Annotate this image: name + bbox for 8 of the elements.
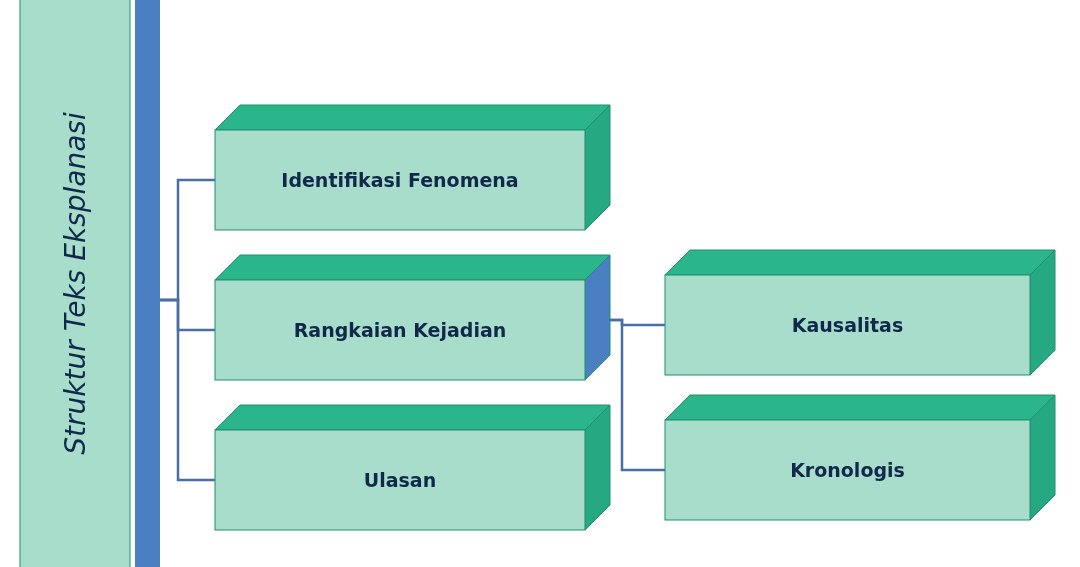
vertical-title: Struktur Teks Eksplanasi <box>58 112 92 455</box>
block-label: Ulasan <box>363 469 437 491</box>
block-label: Rangkaian Kejadian <box>293 319 507 341</box>
block-label: Kausalitas <box>791 314 904 336</box>
connector-line <box>610 318 665 472</box>
block-label: Identifikasi Fenomena <box>281 169 519 191</box>
connector-line <box>160 298 215 482</box>
block-label: Kronologis <box>790 459 905 481</box>
